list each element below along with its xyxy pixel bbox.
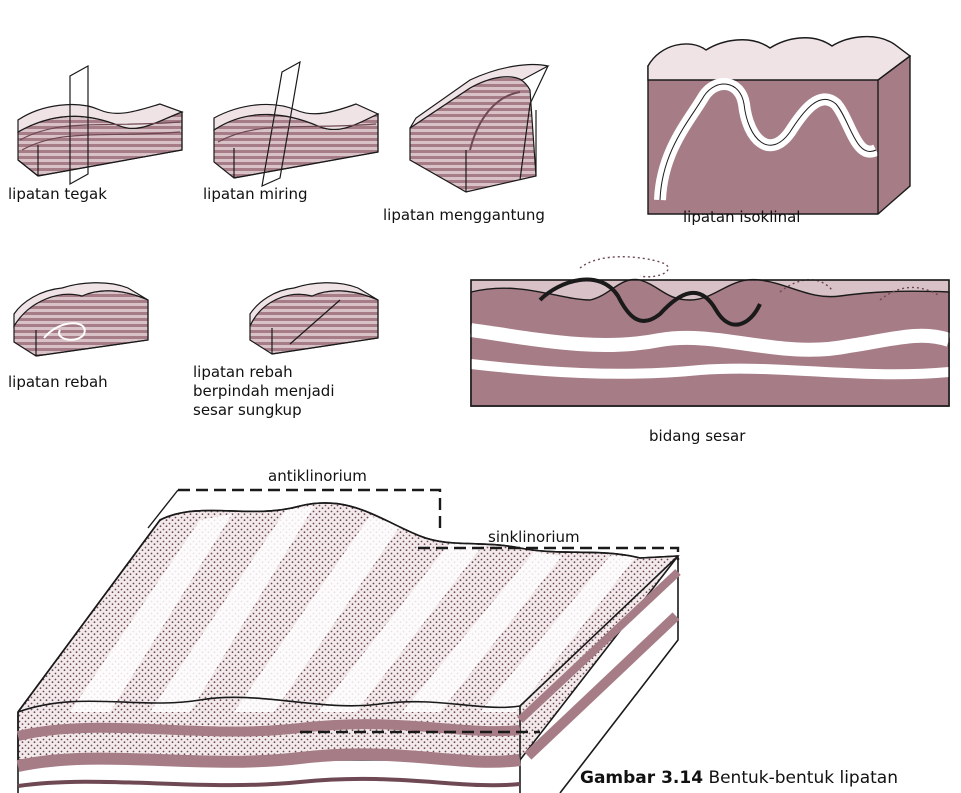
fault-plane-section: [471, 257, 949, 406]
figure-caption-text: Bentuk-bentuk lipatan: [708, 768, 898, 788]
figure-number: Gambar 3.14: [580, 768, 703, 788]
recumbent-thrust-fold-block: [250, 283, 378, 354]
label-isoclinal-fold: lipatan isoklinal: [683, 208, 800, 227]
label-upright-fold: lipatan tegak: [8, 185, 107, 204]
isoclinal-fold-block: [648, 37, 910, 214]
label-recumbent-fold: lipatan rebah: [8, 373, 108, 392]
label-recumbent-thrust-line2: berpindah menjadi: [193, 382, 373, 401]
label-synclinorium: sinklinorium: [488, 528, 580, 547]
upright-fold-block: [18, 66, 182, 184]
label-recumbent-thrust-line3: sesar sungkup: [193, 401, 373, 420]
inclined-fold-block: [214, 62, 378, 186]
label-recumbent-thrust-line1: lipatan rebah: [193, 363, 373, 382]
label-fault-plane: bidang sesar: [649, 427, 745, 446]
label-anticlinorium: antiklinorium: [268, 467, 367, 486]
overturned-fold-block: [410, 65, 548, 192]
figure-caption: Gambar 3.14 Bentuk-bentuk lipatan: [580, 768, 898, 788]
recumbent-fold-block: [14, 283, 148, 356]
label-recumbent-thrust: lipatan rebah berpindah menjadi sesar su…: [193, 363, 373, 420]
label-inclined-fold: lipatan miring: [203, 185, 308, 204]
label-overturned-fold: lipatan menggantung: [383, 206, 545, 225]
